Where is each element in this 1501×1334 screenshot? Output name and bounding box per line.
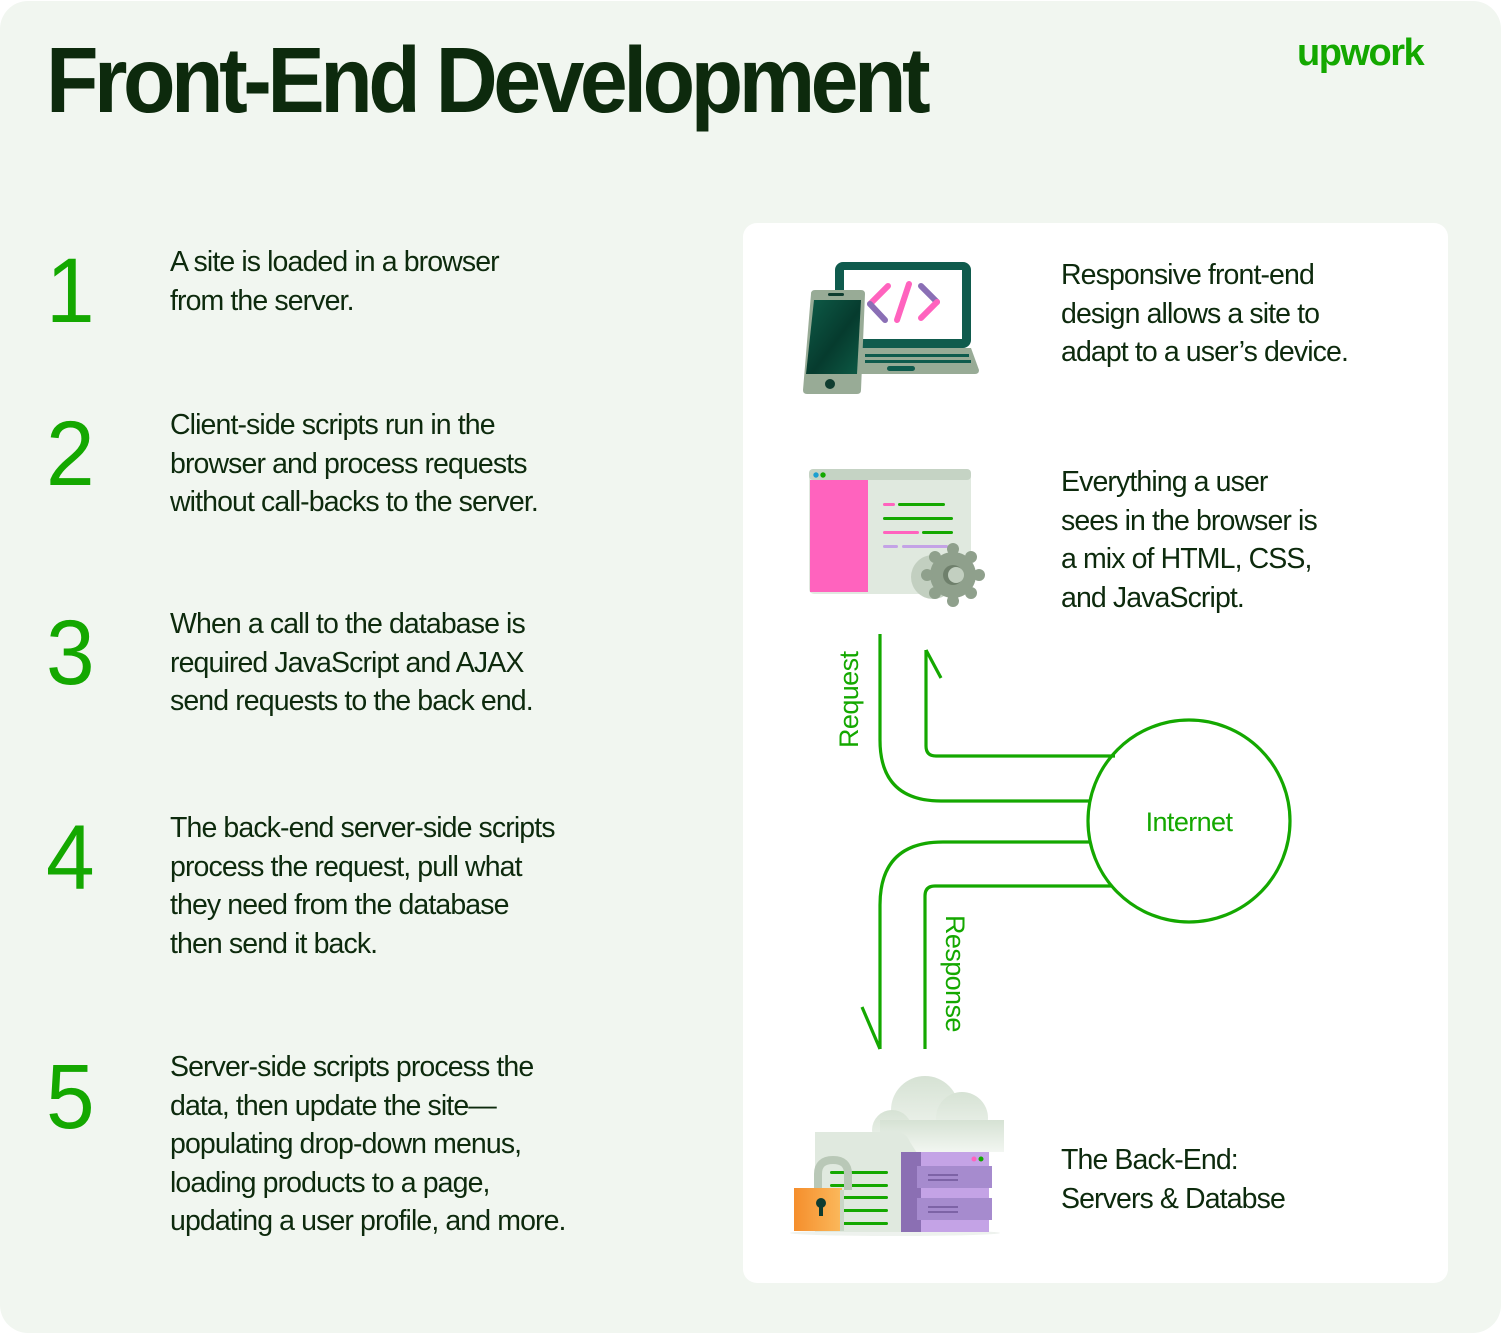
- response-path-outer: [878, 840, 1090, 1049]
- laptop-phone-code-icon: [803, 262, 979, 394]
- step-text: A site is loaded in a browser from the s…: [170, 243, 640, 320]
- gear-icon: [911, 543, 985, 607]
- step-text-line: without call-backs to the server.: [170, 486, 539, 518]
- step-text: When a call to the database is required …: [170, 605, 640, 721]
- description-line: Everything a user: [1061, 466, 1268, 498]
- step-number: 4: [46, 807, 95, 909]
- step-text: The back-end server-side scripts process…: [170, 809, 640, 963]
- response-arrowhead: [860, 1006, 882, 1050]
- description-line: The Back-End:: [1061, 1144, 1239, 1176]
- request-path-inner: [924, 650, 1115, 758]
- step-number: 2: [46, 403, 95, 505]
- step-number: 5: [46, 1046, 95, 1148]
- step-text-line: process the request, pull what: [170, 850, 523, 883]
- step-text-line: they need from the database: [170, 889, 509, 921]
- response-label: Response: [940, 915, 970, 1032]
- description-line: adapt to a user’s device.: [1061, 336, 1349, 368]
- lock-icon: [794, 1155, 852, 1231]
- step-number: 1: [46, 240, 95, 342]
- diagram-card: [743, 223, 1448, 1283]
- description-line: a mix of HTML, CSS,: [1061, 543, 1312, 575]
- step-text-line: The back-end server-side scripts: [170, 812, 556, 844]
- upwork-logo: upwork: [1297, 32, 1425, 74]
- step-text-line: loading products to a page,: [170, 1166, 490, 1199]
- description-line: Responsive front-end: [1061, 259, 1315, 291]
- response-path-inner: [923, 884, 1112, 1049]
- step-text-line: updating a user profile, and more.: [170, 1205, 566, 1237]
- browser-sidebar: [810, 480, 868, 592]
- internet-label: Internet: [1146, 807, 1234, 837]
- browser-window-gear-icon: [809, 469, 985, 607]
- step-text: Server-side scripts process the data, th…: [170, 1048, 640, 1241]
- description-line: sees in the browser is: [1061, 504, 1318, 537]
- phone-screen: [806, 300, 861, 374]
- step-text-line: then send it back.: [170, 927, 378, 960]
- browser-description: Everything a user sees in the browser is…: [1061, 463, 1421, 617]
- step-text-line: When a call to the database is: [170, 608, 526, 640]
- request-arrowhead: [924, 649, 943, 679]
- step-text-line: required JavaScript and AJAX: [170, 646, 524, 679]
- backend-description: The Back-End: Servers & Databse: [1061, 1141, 1421, 1218]
- step-text-line: send requests to the back end.: [170, 685, 534, 717]
- step-text-line: populating drop-down menus,: [170, 1128, 522, 1160]
- step-text-line: browser and process requests: [170, 447, 527, 480]
- description-line: Servers & Databse: [1061, 1182, 1286, 1215]
- request-label: Request: [834, 651, 864, 748]
- description-line: design allows a site to: [1061, 297, 1320, 330]
- page-title: Front-End Development: [46, 28, 931, 133]
- server-cloud-lock-icon: [790, 1076, 1004, 1236]
- step-text-line: Client-side scripts run in the: [170, 409, 496, 441]
- step-text-line: A site is loaded in a browser: [170, 246, 500, 278]
- step-text-line: Server-side scripts process the: [170, 1051, 534, 1083]
- server-icon: [901, 1152, 992, 1232]
- responsive-description: Responsive front-end design allows a sit…: [1061, 256, 1421, 372]
- request-path-outer: [878, 634, 1090, 803]
- step-text-line: data, then update the site—: [170, 1089, 497, 1122]
- step-text: Client-side scripts run in the browser a…: [170, 406, 640, 522]
- description-line: and JavaScript.: [1061, 581, 1245, 614]
- step-text-line: from the server.: [170, 284, 354, 317]
- internet-node: [1086, 718, 1292, 924]
- step-number: 3: [46, 602, 95, 704]
